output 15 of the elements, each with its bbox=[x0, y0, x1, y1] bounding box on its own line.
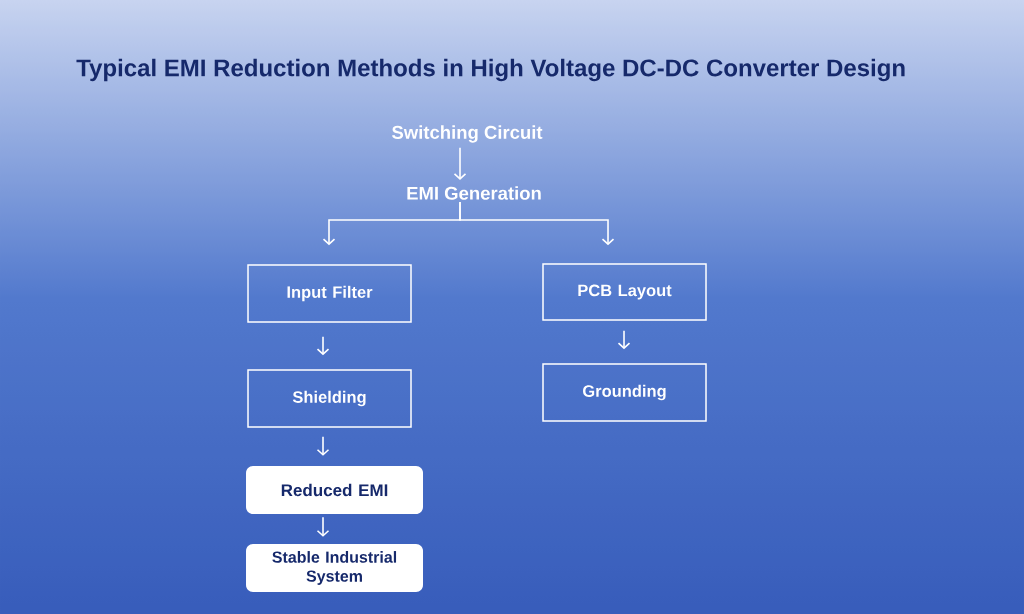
title: Typical EMI Reduction Methods in High Voltage DC-DC Converter Design bbox=[76, 58, 905, 82]
branch-arrow bbox=[459, 201, 615, 246]
process-box: Shielding bbox=[247, 369, 412, 428]
arrow bbox=[316, 435, 330, 456]
process-box: Grounding bbox=[542, 363, 707, 422]
process-box: PCB Layout bbox=[542, 263, 707, 321]
result-box: Reduced EMI bbox=[246, 466, 423, 514]
arrow bbox=[316, 516, 330, 537]
arrow bbox=[316, 335, 330, 356]
flow-label: EMI Generation bbox=[407, 186, 541, 200]
flow-label: Switching Circuit bbox=[392, 125, 543, 143]
result-box: Stable Industrial System bbox=[246, 544, 423, 592]
process-box: Input Filter bbox=[247, 264, 412, 323]
arrow bbox=[453, 147, 467, 180]
arrow bbox=[617, 329, 631, 350]
